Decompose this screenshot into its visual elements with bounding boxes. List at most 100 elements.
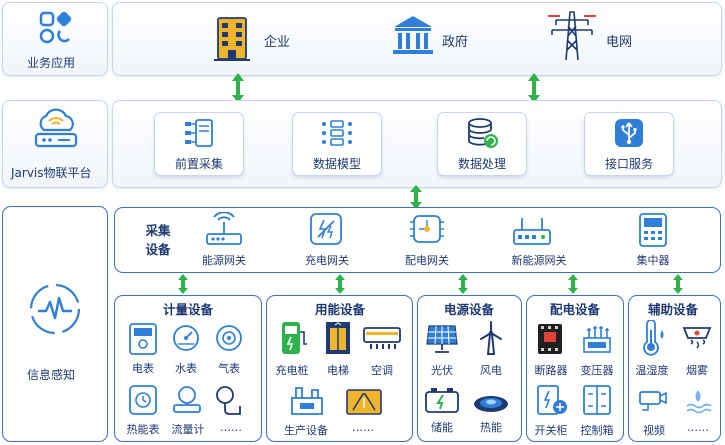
metering-item-more: …… [220, 421, 242, 434]
metering-group-panel [114, 295, 262, 442]
sensing-label-panel [2, 206, 108, 442]
arrow-collection-metering [178, 274, 188, 294]
collection-title-line1: 采集 [145, 223, 171, 238]
device-distribution-gateway-label: 配电网关 [405, 254, 449, 267]
heat-energy-icon [474, 396, 508, 412]
module-interface-service-label: 接口服务 [604, 157, 654, 171]
solar-panel-icon [426, 325, 458, 353]
sensing-layer-label: 信息感知 [27, 368, 76, 382]
arrow-grid-platform [528, 73, 540, 103]
transformer-icon [583, 326, 611, 353]
energy-gateway-icon [206, 212, 242, 245]
battery-storage-icon [425, 388, 459, 413]
wind-turbine-icon [480, 321, 502, 355]
auxiliary-item-temperature-humidity: 温湿度 [635, 364, 669, 377]
consumption-item-more: …… [352, 421, 374, 434]
arrow-enterprise-platform [232, 73, 244, 103]
metering-item-heat-meter: 热能表 [126, 423, 160, 436]
power-item-wind: 风电 [480, 364, 502, 377]
business-layer-label: 业务应用 [27, 56, 76, 70]
device-energy-gateway-label: 能源网关 [202, 254, 246, 267]
arrow-collection-consumption [335, 274, 345, 294]
new-energy-gateway-icon [513, 218, 551, 245]
enterprise-building-icon [214, 17, 250, 61]
metering-item-flow-meter: 流量计 [171, 423, 205, 436]
production-line-icon [346, 389, 382, 415]
electric-meter-icon [129, 323, 157, 355]
arrow-collection-distribution [568, 274, 578, 294]
device-new-energy-gateway-label: 新能源网关 [511, 254, 567, 267]
metering-item-electric-meter: 电表 [132, 362, 154, 375]
distribution-group-panel [526, 295, 624, 442]
auxiliary-group-panel [628, 295, 721, 442]
thermometer-icon [643, 320, 664, 356]
usb-interface-icon [615, 119, 643, 147]
platform-layer-label: Jarvis物联平台 [11, 166, 92, 180]
power-source-group-panel [417, 295, 522, 442]
power-item-photovoltaic: 光伏 [431, 364, 453, 377]
power-tower-icon [548, 11, 596, 61]
air-conditioner-icon [363, 327, 401, 349]
consumption-group-title: 用能设备 [314, 302, 366, 317]
pressure-gauge-icon [216, 386, 241, 415]
module-card-pre-collection [154, 112, 244, 176]
collection-devices-panel [114, 207, 721, 273]
production-equipment-icon [291, 387, 323, 415]
metering-item-gas-meter: 气表 [218, 362, 240, 375]
switchgear-icon [537, 385, 567, 415]
consumption-item-charging-pile: 充电桩 [275, 364, 309, 377]
data-model-icon [322, 120, 352, 146]
distribution-item-transformer: 变压器 [580, 364, 614, 377]
module-data-model-label: 数据模型 [312, 157, 362, 171]
pre-collection-icon [185, 119, 213, 147]
platform-label-panel [2, 100, 108, 188]
metering-group-title: 计量设备 [162, 302, 214, 317]
device-concentrator-label: 集中器 [636, 254, 670, 267]
collection-title-line2: 设备 [145, 242, 171, 257]
data-processing-icon [468, 118, 498, 148]
control-box-icon [583, 385, 611, 415]
video-camera-icon [639, 391, 667, 411]
apps-icon [39, 11, 72, 44]
distribution-gateway-icon [410, 215, 444, 243]
auxiliary-item-video: 视频 [643, 424, 665, 437]
sensor-wave-icon [29, 283, 81, 335]
auxiliary-item-smoke: 烟雾 [686, 364, 708, 377]
module-data-processing-label: 数据处理 [457, 157, 507, 171]
circuit-breaker-icon [538, 324, 562, 354]
auxiliary-group-title: 辅助设备 [647, 302, 699, 317]
power-item-heat: 热能 [480, 421, 502, 434]
business-app-government: 政府 [442, 35, 469, 50]
distribution-group-title: 配电设备 [549, 302, 601, 317]
module-card-data-model [292, 112, 382, 176]
water-leak-icon [686, 390, 712, 414]
flow-meter-icon [173, 386, 201, 413]
arrow-platform-collection [410, 185, 422, 209]
elevator-icon [326, 322, 350, 354]
business-label-panel [2, 2, 108, 76]
arrow-collection-auxiliary [673, 274, 683, 294]
consumption-item-production-equipment: 生产设备 [284, 424, 328, 437]
distribution-item-breaker: 断路器 [534, 364, 568, 377]
business-app-grid: 电网 [606, 35, 633, 50]
power-source-group-title: 电源设备 [443, 302, 495, 317]
auxiliary-item-more: …… [687, 421, 709, 434]
heat-meter-icon [129, 385, 157, 415]
consumption-item-air-conditioner: 空调 [371, 364, 393, 377]
distribution-item-switchgear: 开关柜 [534, 424, 568, 437]
government-building-icon [393, 16, 433, 54]
smoke-detector-icon [682, 327, 712, 349]
module-pre-collection-label: 前置采集 [174, 157, 224, 171]
metering-item-water-meter: 水表 [175, 362, 197, 375]
charging-gateway-icon [310, 213, 342, 245]
device-charging-gateway-label: 充电网关 [305, 254, 349, 267]
consumption-item-elevator: 电梯 [327, 364, 349, 377]
consumption-group-panel [266, 295, 413, 442]
gas-meter-icon [216, 325, 242, 351]
distribution-item-control-box: 控制箱 [580, 424, 614, 437]
concentrator-icon [639, 213, 667, 247]
arrow-collection-power-source [458, 274, 468, 294]
charging-pile-icon [282, 322, 307, 354]
power-item-energy-storage: 储能 [431, 421, 453, 434]
water-meter-icon [173, 325, 199, 351]
